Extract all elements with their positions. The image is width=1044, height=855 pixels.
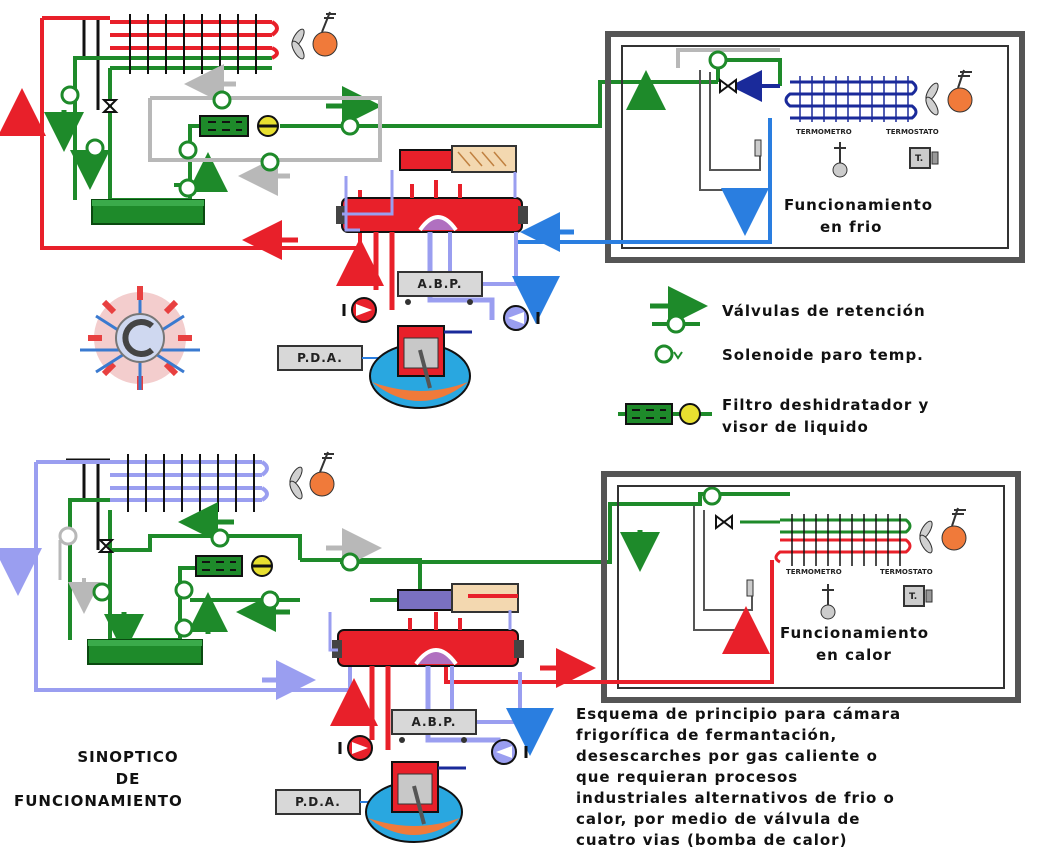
top-mode-line2: en frio bbox=[820, 218, 883, 236]
bottom-warm-room bbox=[601, 471, 1021, 703]
top-compressor bbox=[369, 325, 472, 409]
bottom-service-valve-discharge-icon bbox=[338, 735, 373, 761]
top-service-valve-suction-icon bbox=[503, 305, 540, 331]
top-suction-line bbox=[514, 118, 772, 244]
bottom-mode-line2: en calor bbox=[816, 646, 892, 664]
bottom-abp-label: A.B.P. bbox=[411, 715, 457, 729]
top-condenser-coil bbox=[70, 14, 279, 110]
bottom-thermostat-label: TERMOSTATO bbox=[880, 568, 933, 576]
legend-check-valve-icon bbox=[666, 314, 686, 334]
top-grey-bypass bbox=[148, 48, 780, 162]
bottom-check-valves bbox=[58, 486, 722, 638]
top-evaporator-fan-icon bbox=[925, 69, 973, 116]
bottom-liquid-line bbox=[68, 492, 790, 642]
legend-filter-label-2: visor de liquido bbox=[722, 418, 869, 436]
top-thermostat-box-label: T. bbox=[915, 154, 924, 164]
synoptic-line3: FUNCIONAMIENTO bbox=[14, 792, 183, 810]
description-line: que requieran procesos bbox=[576, 768, 799, 786]
top-check-valves bbox=[60, 50, 728, 198]
bottom-hot-line bbox=[444, 560, 774, 684]
bottom-four-way-valve bbox=[332, 583, 524, 667]
bottom-thermometer-icon bbox=[820, 584, 836, 620]
bottom-expansion-valve-icon bbox=[97, 539, 115, 553]
bottom-evaporator-coil bbox=[774, 514, 912, 566]
legend-symbols bbox=[618, 286, 712, 425]
bottom-pda-label: P.D.A. bbox=[295, 795, 341, 809]
top-circuit bbox=[0, 11, 1025, 409]
bottom-thermometer-label: TERMOMETRO bbox=[786, 568, 842, 576]
bottom-evaporator-fan-icon bbox=[919, 507, 967, 554]
top-thermometer-icon bbox=[832, 142, 848, 178]
bottom-circuit bbox=[0, 451, 1021, 843]
bottom-compressor bbox=[365, 761, 466, 843]
bottom-filter-drier-icon bbox=[195, 555, 273, 577]
top-cold-room bbox=[605, 31, 1025, 263]
bottom-thermostat-icon bbox=[903, 585, 933, 607]
top-condenser-fan-icon bbox=[291, 11, 338, 60]
top-pda-label: P.D.A. bbox=[297, 351, 343, 365]
legend-check-valves-label: Válvulas de retención bbox=[722, 302, 926, 320]
bottom-mode-line1: Funcionamiento bbox=[780, 624, 930, 642]
description-line: cuatro vias (bomba de calor) bbox=[576, 831, 848, 849]
description-block: Esquema de principio para cámara frigorí… bbox=[576, 704, 1042, 851]
top-abp-box bbox=[397, 271, 483, 297]
top-expansion-valve-icon bbox=[101, 99, 119, 113]
legend-solenoid-icon bbox=[654, 344, 683, 364]
top-service-valve-discharge-icon bbox=[342, 297, 377, 323]
top-thermostat-label: TERMOSTATO bbox=[886, 128, 939, 136]
synoptic-line2: DE bbox=[115, 770, 141, 788]
legend-filter-label-1: Filtro deshidratador y bbox=[722, 396, 930, 414]
top-liquid-line bbox=[73, 56, 782, 202]
description-line: industriales alternativos de frio o bbox=[576, 789, 895, 807]
synoptic-line1: SINOPTICO bbox=[77, 748, 179, 766]
top-evaporator-coil bbox=[784, 76, 918, 122]
legend-solenoid-label: Solenoide paro temp. bbox=[722, 346, 924, 364]
bottom-evap-expansion-valve-icon bbox=[715, 514, 733, 530]
description-line: Esquema de principio para cámara bbox=[576, 705, 902, 723]
bottom-condenser-fan-icon bbox=[289, 451, 335, 500]
top-thermometer-label: TERMOMETRO bbox=[796, 128, 852, 136]
top-mode-line1: Funcionamiento bbox=[784, 196, 934, 214]
top-filter-drier-icon bbox=[199, 115, 279, 137]
bottom-service-valve-suction-icon bbox=[491, 739, 528, 765]
bottom-abp-box bbox=[391, 709, 477, 735]
company-logo bbox=[80, 286, 200, 390]
description-line: frigorífica de fermantación, bbox=[576, 726, 838, 744]
description-line: desescarches por gas caliente o bbox=[576, 747, 878, 765]
top-abp-label: A.B.P. bbox=[417, 277, 463, 291]
top-evap-expansion-valve-icon bbox=[719, 78, 737, 94]
bottom-thermostat-box-label: T. bbox=[909, 592, 918, 602]
legend-filter-icon bbox=[618, 403, 712, 425]
top-thermostat-icon bbox=[909, 147, 939, 169]
description-line: calor, por medio de válvula de bbox=[576, 810, 861, 828]
